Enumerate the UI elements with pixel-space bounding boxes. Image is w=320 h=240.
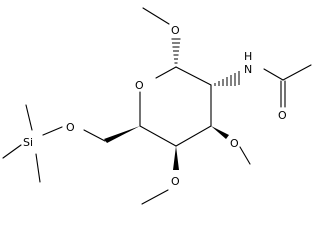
nitrogen-label: N bbox=[244, 63, 252, 76]
structure-diagram: O O N H O O O O Si bbox=[2, 7, 312, 205]
bond-si-methyl-down bbox=[35, 153, 41, 183]
wedge-bond-c3-o3 bbox=[211, 126, 229, 139]
methoxy3-oxygen-label: O bbox=[230, 137, 239, 150]
bond-c1-c2 bbox=[175, 66, 212, 86]
bond-carbonyl-methyl bbox=[282, 64, 312, 81]
bond-si-methyl-up bbox=[25, 104, 33, 131]
hydrogen-label: H bbox=[244, 50, 252, 63]
bond-o1-methyl bbox=[142, 7, 170, 25]
carbonyl-oxygen-label: O bbox=[278, 109, 287, 122]
bond-si-methyl-left bbox=[2, 144, 22, 159]
bond-o6-si bbox=[42, 126, 63, 136]
bond-o5-c1 bbox=[155, 66, 177, 79]
anomeric-oxygen-label: O bbox=[171, 24, 180, 37]
hashed-bond-c2-n bbox=[214, 71, 240, 86]
methoxy4-oxygen-label: O bbox=[171, 175, 180, 188]
bond-o4-methyl bbox=[141, 189, 169, 205]
wedge-bond-c5-c6 bbox=[104, 126, 140, 143]
silicon-label: Si bbox=[23, 136, 33, 149]
wedge-bond-c4-o4 bbox=[173, 146, 179, 170]
bond-c4-c5 bbox=[139, 125, 177, 147]
bond-n-carbonyl bbox=[263, 68, 284, 81]
molecule-drawing: O O N H O O O O Si bbox=[2, 7, 312, 205]
bond-c3-c4 bbox=[175, 125, 212, 147]
ring-oxygen-label: O bbox=[135, 79, 144, 92]
bond-c6-o6 bbox=[83, 129, 106, 142]
silyl-oxygen-label: O bbox=[66, 121, 75, 134]
bond-o3-methyl bbox=[239, 146, 251, 165]
hashed-bond-c1-o1 bbox=[171, 38, 181, 64]
